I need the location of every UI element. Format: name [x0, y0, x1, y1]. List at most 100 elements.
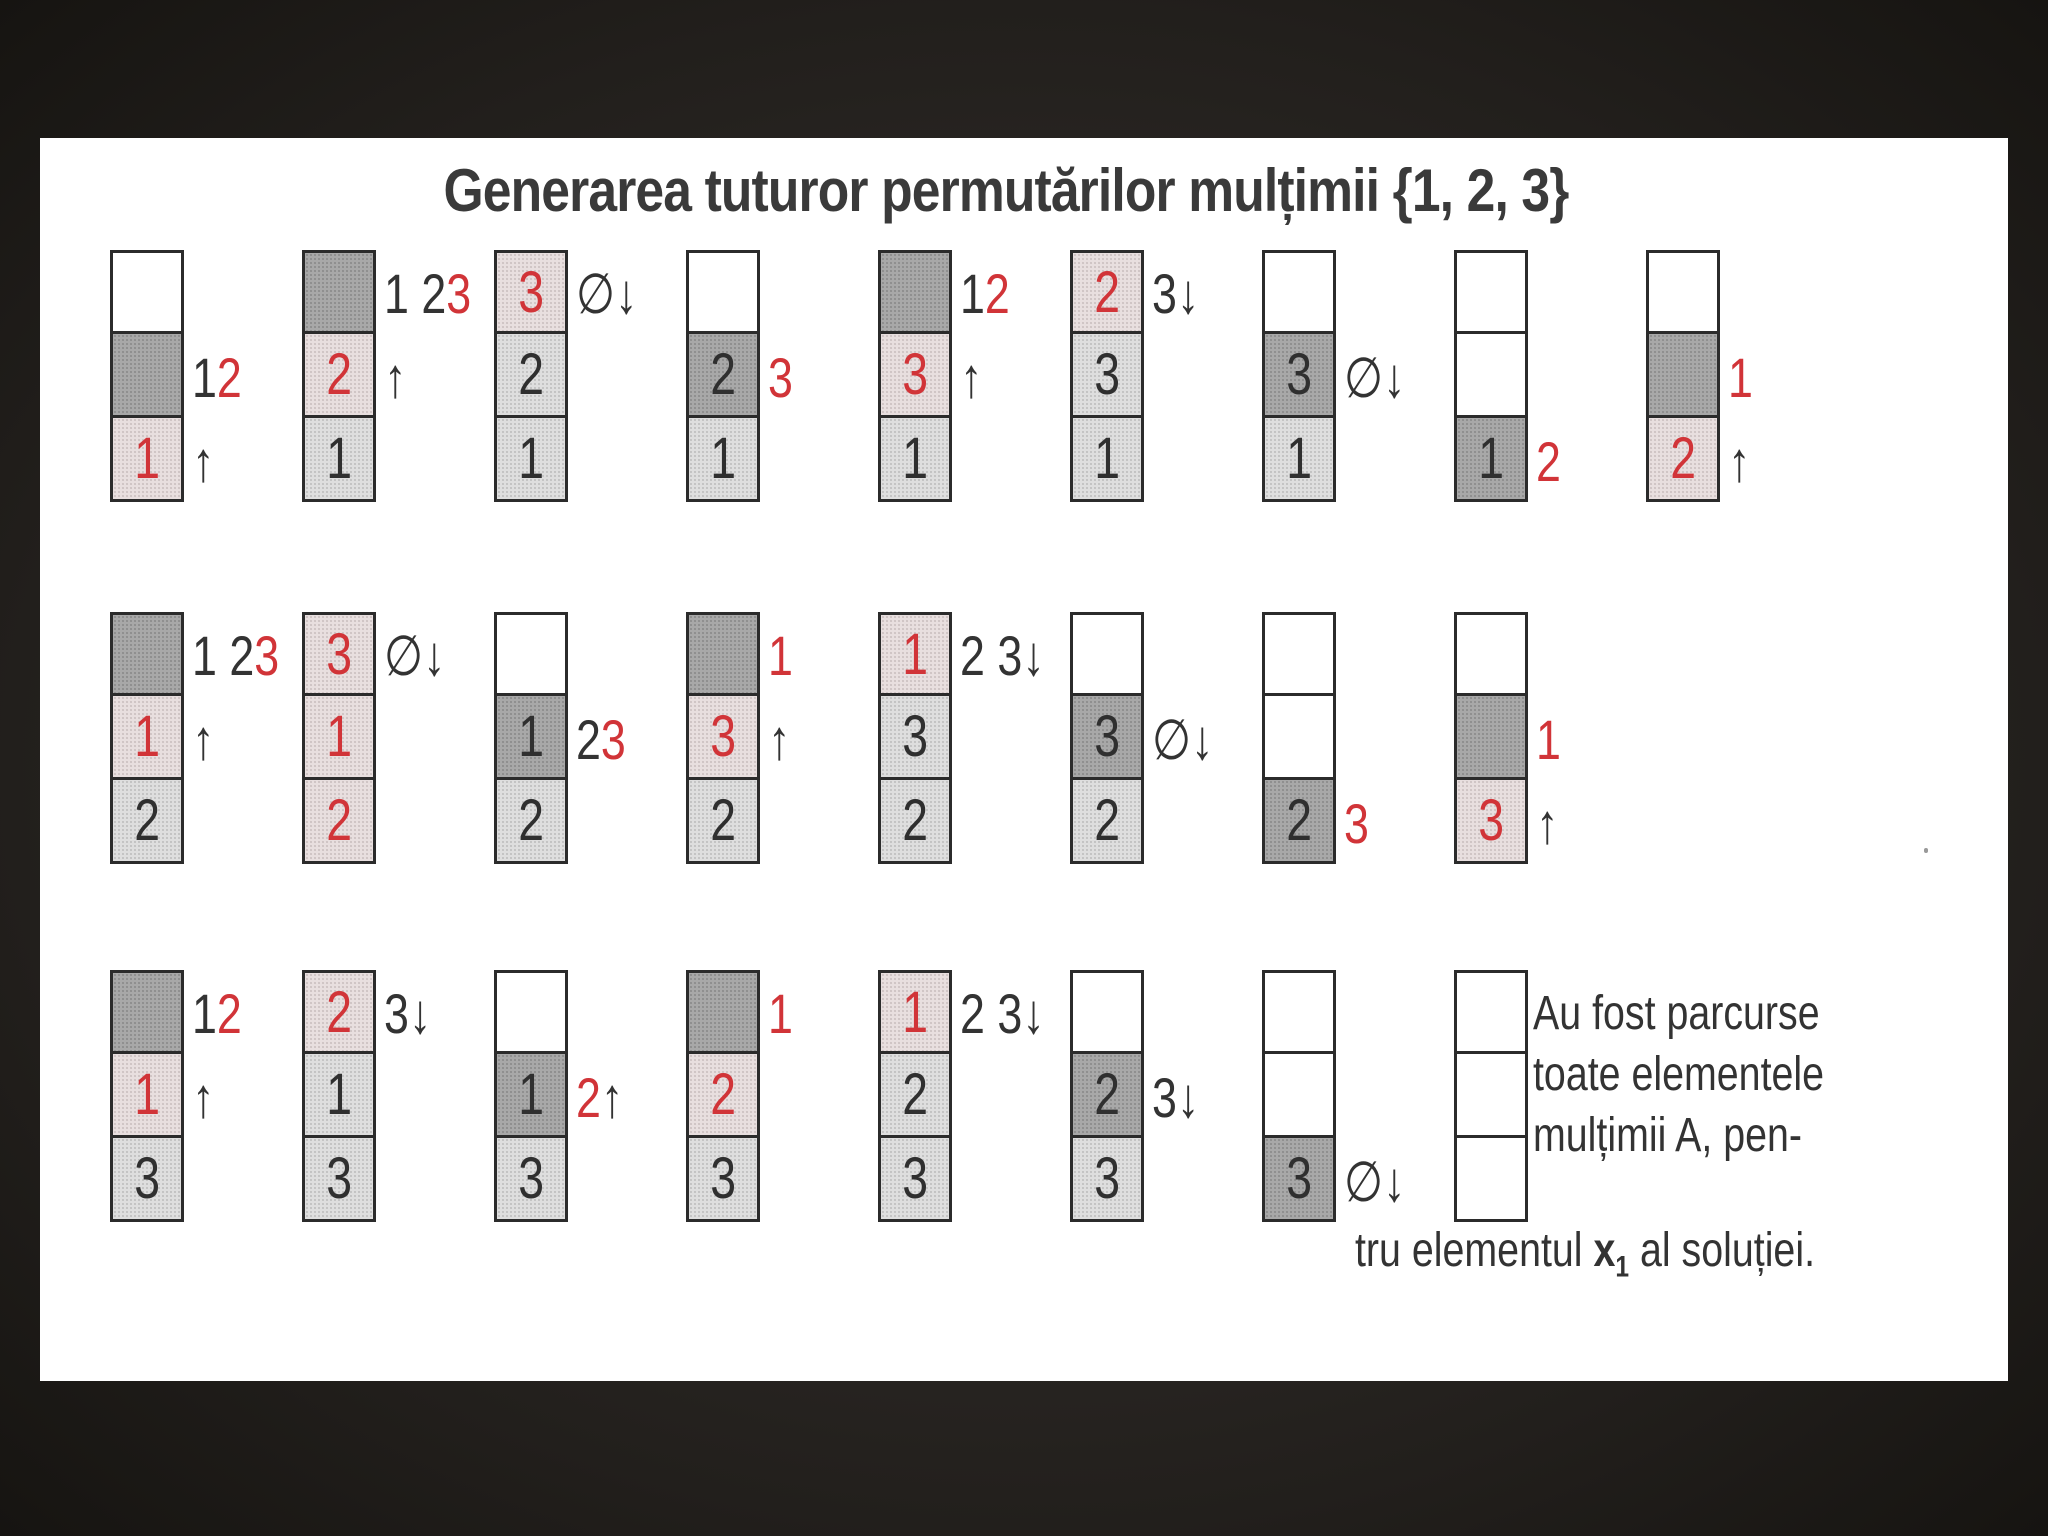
stack-annotation: 1	[768, 986, 799, 1042]
cell-value: 1	[326, 704, 352, 769]
cell-value: 1	[710, 426, 736, 491]
cell-value: 3	[1286, 1146, 1312, 1211]
candidate-values: 1	[768, 624, 793, 687]
candidate-values: 1 2	[192, 624, 255, 687]
stack-cell: 1	[494, 418, 568, 502]
stack-cell: 2	[302, 970, 376, 1054]
cell-value: 2	[1670, 426, 1696, 491]
cell-value: 3	[902, 342, 928, 407]
stack-annotation: 23	[576, 712, 638, 768]
stack-cell: 3	[686, 696, 760, 780]
down-arrow-annotation: ∅↓	[1152, 708, 1214, 771]
stack-annotation: ↑	[1536, 796, 1564, 852]
candidate-values: 2	[576, 708, 601, 771]
up-arrow-annotation: ↑	[1728, 430, 1751, 493]
stack-cell: 3	[494, 250, 568, 334]
up-arrow-annotation: ↑	[192, 430, 215, 493]
down-arrow-annotation: 3↓	[1152, 262, 1200, 325]
down-arrow-annotation: ∅↓	[1344, 346, 1406, 409]
stack-cell: 1	[878, 970, 952, 1054]
cell-value: 1	[902, 979, 928, 1045]
cell-value: 3	[1094, 704, 1120, 769]
cell-value: 1	[902, 621, 928, 687]
stack-cell: 2	[1646, 418, 1720, 502]
stack-annotation: 2 3↓	[960, 986, 1066, 1042]
stack-cell: 1	[878, 418, 952, 502]
stack-cell: 1	[302, 1054, 376, 1138]
cell-value: 2	[1094, 1062, 1120, 1127]
cell-value: 2	[1094, 788, 1120, 853]
stack-annotation: ∅↓	[1152, 712, 1229, 768]
stack-cell: 2	[494, 780, 568, 864]
cell-value: 1	[518, 1062, 544, 1127]
cell-value: 1	[518, 704, 544, 769]
stack-cell: 1	[302, 696, 376, 780]
stack-cell: 3	[878, 334, 952, 418]
candidate-values: 2	[576, 1066, 601, 1129]
stack-annotation: 2	[1536, 434, 1567, 490]
stack-cell: 1	[110, 1054, 184, 1138]
cell-value: 3	[1286, 342, 1312, 407]
cell-value: 1	[134, 704, 160, 769]
stack-annotation: ∅↓	[384, 628, 461, 684]
stack-annotation: ↑	[192, 434, 220, 490]
stack-cell	[1262, 696, 1336, 780]
stack-cell	[686, 250, 760, 334]
stack-cell	[1070, 612, 1144, 696]
cell-value: 2	[326, 342, 352, 407]
cell-value: 2	[710, 788, 736, 853]
stack-annotation: ↑	[1728, 434, 1756, 490]
stack-cell: 3	[1070, 696, 1144, 780]
cell-value: 3	[1094, 342, 1120, 407]
stack-cell	[1262, 250, 1336, 334]
candidate-values: 3	[254, 624, 280, 687]
stack-annotation: 12	[192, 350, 254, 406]
stack-annotation: ∅↓	[1344, 1154, 1421, 1210]
stack-cell	[302, 250, 376, 334]
stack-cell: 2	[1070, 1054, 1144, 1138]
stack-annotation: 3↓	[1152, 1070, 1211, 1126]
candidate-values: 2	[216, 346, 242, 409]
stack-cell: 3	[1070, 334, 1144, 418]
stack-cell	[1454, 1054, 1528, 1138]
cell-value: 3	[134, 1146, 160, 1211]
stack-cell: 1	[1070, 418, 1144, 502]
down-arrow-annotation: 2 3↓	[960, 624, 1045, 687]
up-arrow-annotation: ↑	[960, 346, 983, 409]
candidate-values: 2	[1536, 430, 1561, 493]
stack-cell	[1454, 1138, 1528, 1222]
candidate-values: 1	[1536, 708, 1561, 771]
cell-value: 3	[902, 1146, 928, 1211]
stack-cell	[1454, 334, 1528, 418]
stack-cell: 2	[302, 780, 376, 864]
note-line-4-suffix: al soluției.	[1629, 1224, 1816, 1277]
stack-cell: 1	[1262, 418, 1336, 502]
cell-value: 2	[518, 342, 544, 407]
cell-value: 1	[134, 1062, 160, 1127]
stack-cell: 1	[1454, 418, 1528, 502]
stack-annotation: 1 23	[384, 266, 493, 322]
cell-value: 2	[134, 788, 160, 853]
stack-cell: 2	[494, 334, 568, 418]
cell-value: 2	[710, 1062, 736, 1127]
stack-cell: 3	[1262, 1138, 1336, 1222]
cell-value: 3	[902, 704, 928, 769]
cell-value: 1	[1478, 426, 1504, 491]
up-arrow-annotation: ↑	[600, 1066, 624, 1129]
note-line-4-prefix: tru elementul	[1355, 1224, 1594, 1277]
stack-cell	[686, 612, 760, 696]
candidate-values: 3	[1344, 792, 1369, 855]
candidate-values: 2	[984, 262, 1010, 325]
stack-annotation: ↑	[384, 350, 412, 406]
diagram-title: Generarea tuturor permutărilor mulțimii …	[443, 157, 1570, 224]
stack-annotation: 1	[1536, 712, 1567, 768]
stack-cell	[1646, 250, 1720, 334]
cell-value: 2	[326, 788, 352, 853]
stack-cell: 1	[110, 418, 184, 502]
stack-cell	[1454, 250, 1528, 334]
stack-cell	[1070, 970, 1144, 1054]
stack-cell: 3	[1070, 1138, 1144, 1222]
down-arrow-annotation: 2 3↓	[960, 982, 1045, 1045]
stack-cell: 1	[494, 1054, 568, 1138]
stack-cell: 2	[302, 334, 376, 418]
